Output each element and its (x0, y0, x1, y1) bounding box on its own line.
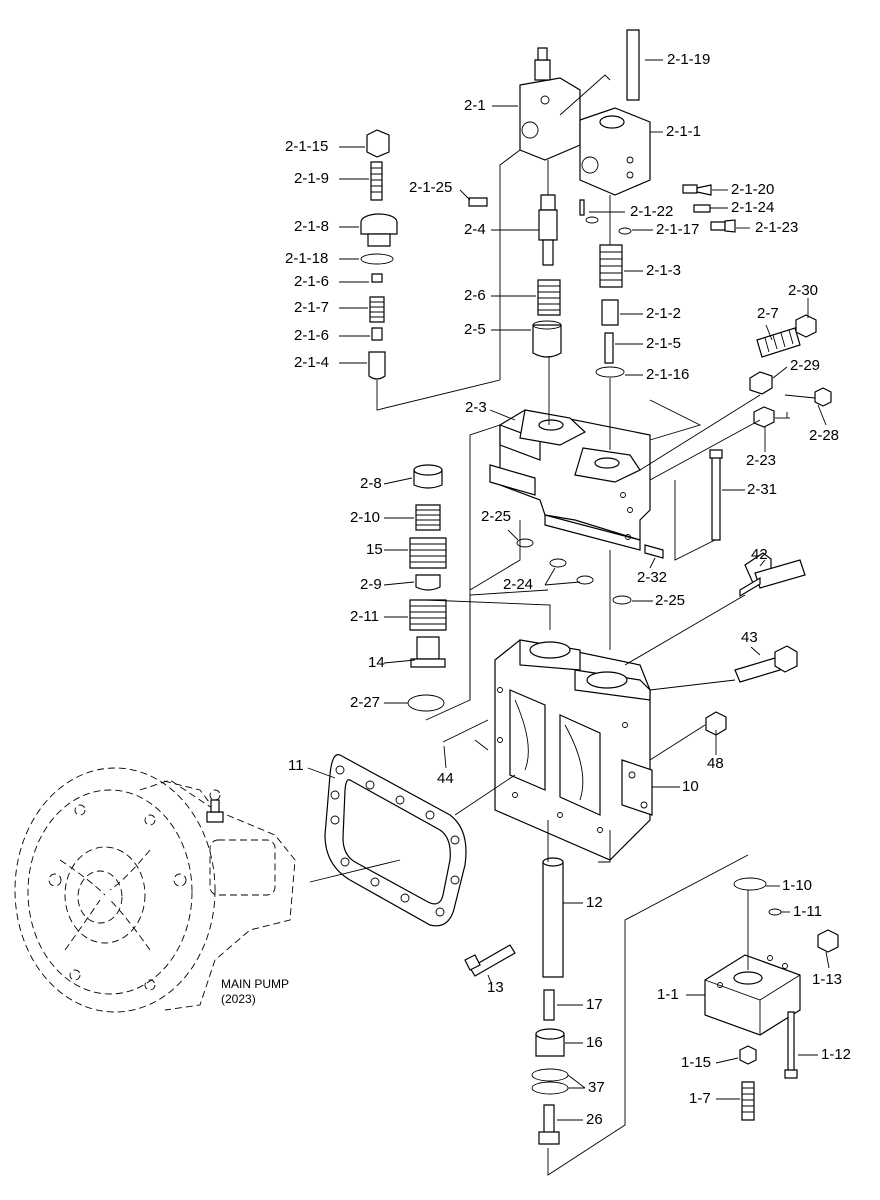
callout-37: 37 (588, 1079, 605, 1096)
callout-44: 44 (437, 770, 454, 787)
callout-2-1-17: 2-1-17 (656, 221, 700, 238)
callout-1-7: 1-7 (689, 1090, 711, 1107)
callout-2-4: 2-4 (464, 221, 486, 238)
callout-12: 12 (586, 894, 603, 911)
main-pump-outline (14, 767, 296, 1013)
callout-2-8: 2-8 (360, 475, 382, 492)
callout-10: 10 (682, 778, 699, 795)
callout-2-30: 2-30 (788, 282, 819, 299)
callout-2-1-6-upper: 2-1-6 (294, 273, 330, 290)
callout-2-27: 2-27 (350, 694, 381, 711)
callout-2-1-20: 2-1-20 (731, 181, 775, 198)
callout-2-24: 2-24 (503, 576, 534, 593)
callout-2-25-left: 2-25 (481, 508, 512, 525)
callout-2-1-7: 2-1-7 (294, 299, 330, 316)
valve-block-2-3 (489, 409, 651, 551)
callout-2-29: 2-29 (790, 357, 821, 374)
callout-2-1-9: 2-1-9 (294, 170, 330, 187)
pilot-valve-2-1 (519, 47, 581, 161)
callout-13: 13 (487, 979, 504, 996)
callout-2-9: 2-9 (360, 576, 382, 593)
callout-2-1-25: 2-1-25 (409, 179, 453, 196)
callout-2-1-24: 2-1-24 (731, 199, 775, 216)
callout-1-12: 1-12 (821, 1046, 852, 1063)
callout-2-1-1: 2-1-1 (666, 123, 702, 140)
callout-14: 14 (368, 654, 385, 671)
callout-43: 43 (741, 629, 758, 646)
gasket-11 (324, 754, 467, 927)
main-pump-caption-line1: MAIN PUMP (221, 977, 290, 991)
callout-48: 48 (707, 755, 724, 772)
callout-2-1-2: 2-1-2 (646, 305, 682, 322)
callout-1-11: 1-11 (793, 903, 822, 920)
callout-1-15: 1-15 (681, 1054, 712, 1071)
callout-1-13: 1-13 (812, 971, 843, 988)
callout-2-1-18: 2-1-18 (285, 250, 329, 267)
lower-shaft-parts (309, 774, 749, 1176)
callout-2-1-5: 2-1-5 (646, 335, 682, 352)
callout-2-11: 2-11 (350, 608, 379, 625)
callout-2-32: 2-32 (637, 569, 668, 586)
pump-body-10 (494, 639, 653, 861)
callout-2-5: 2-5 (464, 321, 486, 338)
callout-leaders (307, 59, 830, 1121)
callout-2-23: 2-23 (746, 452, 777, 469)
callout-2-1-16: 2-1-16 (646, 366, 690, 383)
callout-1-1: 1-1 (657, 986, 679, 1003)
centre-stack-parts (532, 160, 562, 425)
cover-1-1-assembly (704, 877, 839, 1121)
left-stack-parts (360, 129, 501, 411)
callout-15: 15 (366, 541, 383, 558)
callout-2-25-right: 2-25 (655, 592, 686, 609)
right-stack-parts (468, 29, 736, 450)
callout-2-1-15: 2-1-15 (285, 138, 329, 155)
main-pump-caption-line2: (2023) (221, 992, 256, 1006)
callout-2-1-4: 2-1-4 (294, 354, 330, 371)
valve-housing-2-1-1 (579, 107, 651, 196)
callout-2-3: 2-3 (465, 399, 487, 416)
callout-2-1-23: 2-1-23 (755, 219, 799, 236)
callout-42: 42 (751, 546, 768, 563)
callout-2-10: 2-10 (350, 509, 381, 526)
callout-2-1-6-lower: 2-1-6 (294, 327, 330, 344)
callout-2-1: 2-1 (464, 97, 486, 114)
callout-2-1-8: 2-1-8 (294, 218, 330, 235)
assembly-guide-lines (442, 74, 761, 863)
callout-16: 16 (586, 1034, 603, 1051)
callout-2-1-19: 2-1-19 (667, 51, 711, 68)
callout-2-6: 2-6 (464, 287, 486, 304)
callout-2-28: 2-28 (809, 427, 840, 444)
callout-26: 26 (586, 1111, 603, 1128)
callout-2-1-3: 2-1-3 (646, 262, 682, 279)
callout-1-10: 1-10 (782, 877, 813, 894)
callout-2-7: 2-7 (757, 305, 779, 322)
right-side-hardware (516, 314, 832, 736)
callout-2-1-22: 2-1-22 (630, 203, 674, 220)
callout-17: 17 (586, 996, 603, 1013)
spring-stack-parts (407, 424, 551, 721)
callout-2-31: 2-31 (747, 481, 778, 498)
callout-11: 11 (288, 757, 304, 774)
